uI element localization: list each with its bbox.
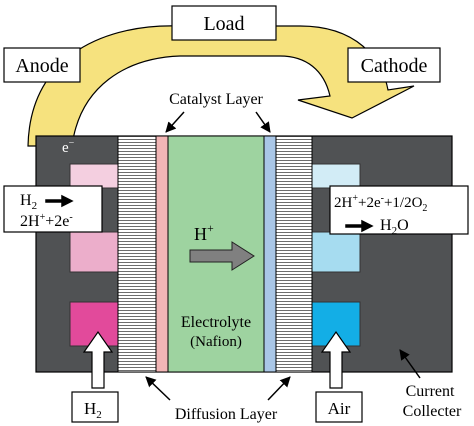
air-input-label: Air xyxy=(328,399,351,418)
cathode-box xyxy=(347,47,441,83)
nafion-label: (Nafion) xyxy=(190,334,242,350)
cathode-reaction-line1: 2H++2e-+1/2O2 xyxy=(334,193,427,214)
diffusion-layer-label: Diffusion Layer xyxy=(175,406,278,423)
electron-right-label: e− xyxy=(340,116,353,134)
anode-label: Anode xyxy=(15,55,68,77)
load-box xyxy=(171,5,277,41)
input-arrow-icon xyxy=(320,330,352,389)
electron-left-label: e− xyxy=(62,138,75,156)
anode-catalyst-layer xyxy=(155,135,169,373)
electrolyte-label: Electrolyte xyxy=(181,314,251,331)
current-collector-label-line2: Collecter xyxy=(403,403,462,420)
cathode-label: Cathode xyxy=(361,55,428,77)
h2-input-box xyxy=(71,391,119,423)
anode-channel-top xyxy=(69,163,119,189)
cathode-diffusion-layer xyxy=(275,135,313,373)
pointer-arrow-icon xyxy=(145,376,171,401)
cathode-channel-mid xyxy=(311,231,361,273)
load-label: Load xyxy=(203,13,244,35)
catalyst-layer-label: Catalyst Layer xyxy=(169,91,263,108)
reaction-arrow-icon xyxy=(345,219,374,233)
anode-channel-mid xyxy=(69,231,119,273)
pointer-arrow-icon xyxy=(399,349,421,379)
pointer-arrow-icon xyxy=(255,111,271,133)
h2-input-label: H2 xyxy=(84,399,102,421)
air-input-box xyxy=(315,391,363,423)
anode-box xyxy=(3,47,81,83)
cathode-catalyst-layer xyxy=(263,135,277,373)
anode-reaction-box xyxy=(3,185,103,233)
proton-label: H+ xyxy=(194,221,214,244)
proton-arrow-icon xyxy=(189,241,255,271)
reaction-arrow-icon xyxy=(45,194,74,208)
pointer-arrow-icon xyxy=(165,111,185,133)
anode-reaction-line2: 2H++2e- xyxy=(20,212,73,230)
anode-diffusion-layer xyxy=(117,135,157,373)
cathode-channel-top xyxy=(311,163,361,189)
anode-reaction-line1: H2 xyxy=(20,192,37,212)
pointer-arrow-icon xyxy=(267,376,291,401)
cathode-reaction-line2: H2O xyxy=(380,217,409,237)
current-collector-label-line1: Current xyxy=(406,383,455,400)
input-arrow-icon xyxy=(82,330,114,389)
load-arrow-icon xyxy=(27,25,415,147)
